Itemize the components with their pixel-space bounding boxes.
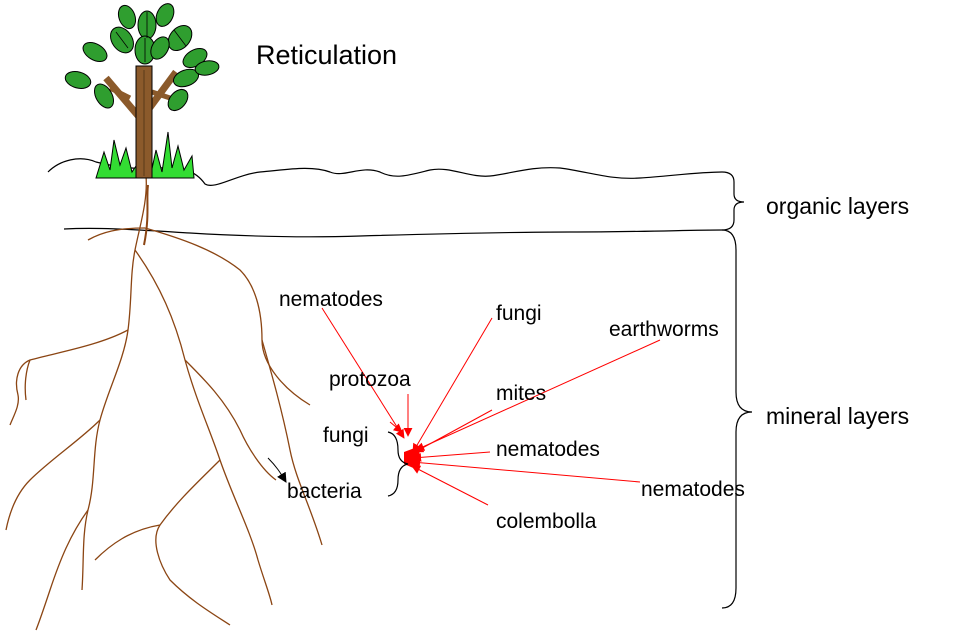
label-bacteria: bacteria [287,480,362,503]
label-nematodes-2: nematodes [496,438,600,461]
diagram-title: Reticulation [256,40,397,70]
arrow-bacteria [267,457,287,483]
label-colembolla: colembolla [496,510,597,533]
arrow-nematodes-3 [411,458,641,483]
arrow-nematodes-2 [412,451,491,462]
root-system [5,175,323,631]
arrow-fungi-1 [412,317,493,453]
organic-layers-brace [721,171,745,231]
tree-leaves [64,3,220,112]
arrow-nematodes-1 [321,307,405,439]
mineral-layers-brace [721,229,753,609]
interaction-arrows [321,307,661,506]
root-hairs [143,184,149,246]
label-fungi-1: fungi [496,302,542,325]
mineral-layers-label: mineral layers [766,403,909,429]
organic-layers-label: organic layers [766,193,909,219]
label-nematodes-3: nematodes [641,478,745,501]
arrow-colembolla [411,465,489,506]
label-fungi-2: fungi [323,424,369,447]
label-protozoa: protozoa [329,368,411,391]
arrow-fungi-2 [389,421,403,433]
tree-illustration [64,3,220,179]
fungi-bacteria-brace [387,431,409,497]
arrow-mites [414,409,493,453]
label-earthworms: earthworms [609,318,719,341]
focal-point [404,446,420,470]
arrow-earthworms [415,339,661,451]
label-nematodes-1: nematodes [279,288,383,311]
label-mites: mites [496,382,546,405]
layer-boundary-line [63,227,723,238]
